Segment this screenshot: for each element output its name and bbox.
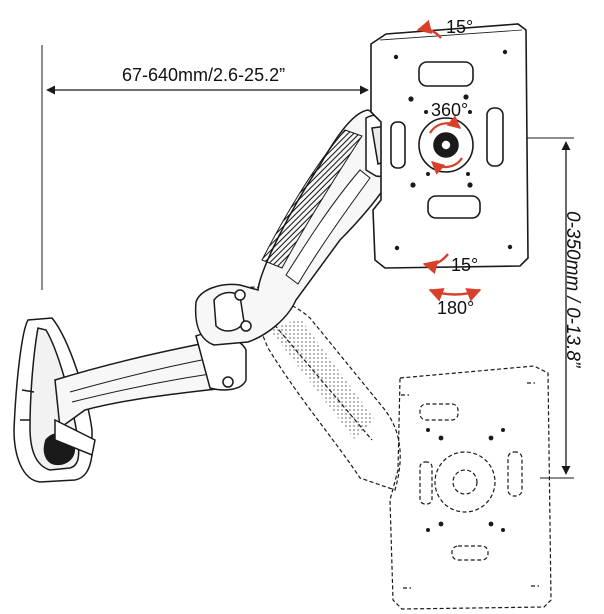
tilt-bottom-arrow	[422, 253, 449, 275]
rotation-360-arrow	[429, 115, 463, 175]
upper-arm	[194, 109, 399, 346]
lower-arm-hatch	[0, 0, 1, 1]
upper-plate-holes	[393, 49, 513, 251]
tilt-top-label: 15°	[446, 17, 474, 37]
tilt-top-arrow	[416, 19, 442, 39]
rotation-label: 360°	[431, 100, 469, 120]
height-range-label: 0-350mm / 0-13.8”	[562, 211, 583, 368]
lower-arm-texture	[270, 318, 375, 440]
swivel-arrow	[428, 288, 482, 302]
lower-arm	[54, 332, 247, 457]
upper-vesa-plate	[370, 23, 529, 269]
swivel-label: 180°	[437, 298, 475, 318]
tilt-bottom-label: 15°	[451, 255, 479, 275]
width-range-label: 67-640mm/2.6-25.2”	[122, 65, 286, 85]
lower-plate-holes	[426, 428, 505, 532]
